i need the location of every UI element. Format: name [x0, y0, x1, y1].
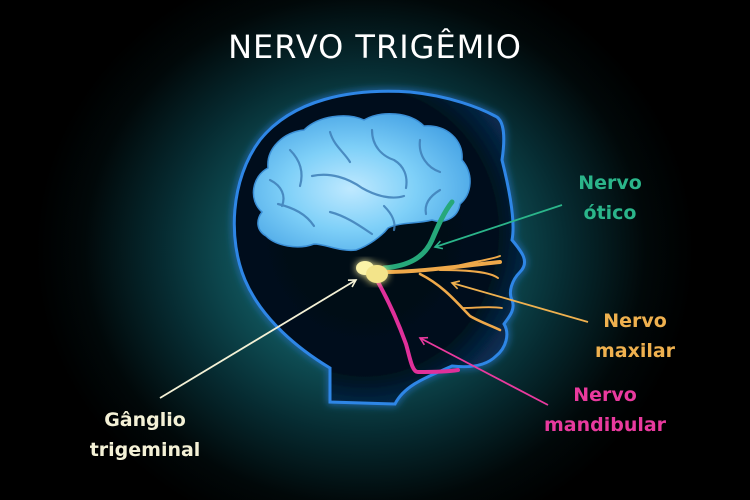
arrow-otico: [433, 204, 563, 250]
nerves: [356, 199, 503, 375]
label-ganglio-trigeminal: Gânglio trigeminal: [65, 405, 225, 465]
page-title: NERVO TRIGÊMIO: [228, 28, 522, 66]
label-otico-line2: ótico: [583, 202, 637, 224]
nervo-otico-fiber: [381, 199, 455, 271]
arrow-mandibular: [418, 336, 549, 406]
label-nervo-otico: Nervo ótico: [560, 168, 660, 228]
label-mandibular-line1: Nervo: [573, 384, 637, 406]
label-otico-line1: Nervo: [578, 172, 642, 194]
ganglio-trigeminal: [356, 261, 388, 283]
nervo-mandibular-fiber: [376, 280, 460, 375]
arrow-ganglio: [159, 279, 358, 399]
label-maxilar-line2: maxilar: [594, 340, 676, 362]
arrow-maxilar: [450, 280, 589, 323]
label-maxilar-line1: Nervo: [603, 310, 667, 332]
label-nervo-maxilar: Nervo maxilar: [580, 306, 690, 366]
brain: [252, 113, 471, 252]
label-nervo-mandibular: Nervo mandibular: [530, 380, 680, 440]
label-ganglio-line2: trigeminal: [89, 439, 201, 461]
nervo-maxilar-fiber: [382, 255, 503, 332]
label-mandibular-line2: mandibular: [543, 414, 667, 436]
label-ganglio-line1: Gânglio: [104, 409, 186, 431]
